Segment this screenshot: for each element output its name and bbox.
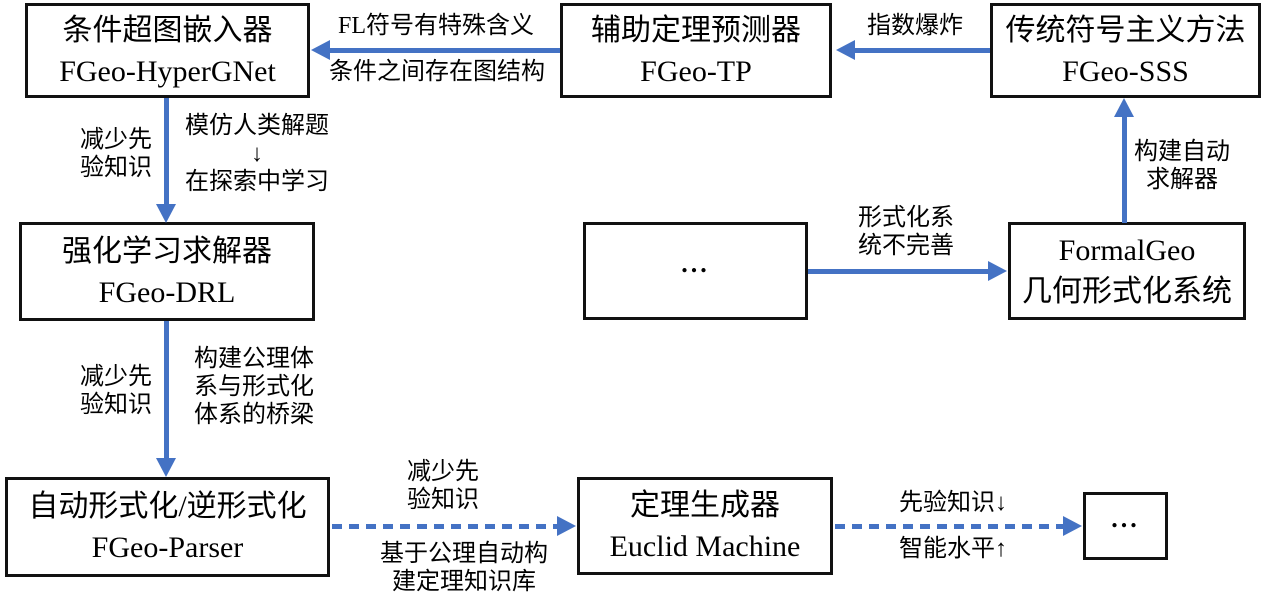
node-ellipsis-middle: ...: [583, 222, 808, 320]
node-title: 辅助定理预测器: [591, 13, 801, 47]
edge-label-formal-system-incomplete: 形式化系 统不完善: [858, 205, 954, 259]
node-ellipsis-right: ...: [1083, 492, 1168, 560]
edge-label-reduce-prior-3: 减少先 验知识: [407, 459, 479, 513]
arrow-sss-to-tp-head-icon: [836, 40, 855, 60]
node-fgeo-tp: 辅助定理预测器 FGeo-TP: [560, 3, 832, 98]
ellipsis-text: ...: [681, 249, 710, 278]
edge-label-reduce-prior-2: 减少先 验知识: [80, 364, 152, 418]
edge-label-exponential-explosion: 指数爆炸: [867, 13, 963, 39]
edge-label-axiom-theorem-kb: 基于公理自动构 建定理知识库: [380, 541, 548, 595]
arrow-formalgeo-to-sss-head-icon: [1114, 98, 1134, 117]
arrow-hypergnet-to-drl-head-icon: [156, 204, 176, 223]
node-title: 定理生成器: [630, 489, 780, 522]
edge-label-fl-symbols: FL符号有特殊含义: [337, 13, 534, 39]
node-fgeo-hypergnet: 条件超图嵌入器 FGeo-HyperGNet: [25, 3, 310, 98]
arrow-drl-to-parser-shaft: [164, 321, 169, 459]
dashed-arrow-euclid-to-ellipsis-head-icon: [1063, 516, 1082, 536]
edge-label-graph-structure: 条件之间存在图结构: [329, 59, 545, 85]
arrow-hypergnet-to-drl-shaft: [164, 98, 169, 205]
arrow-ellipsis-to-formalgeo-head-icon: [988, 261, 1007, 281]
edge-label-imitate-human: 模仿人类解题 ↓ 在探索中学习: [185, 113, 329, 195]
node-title: 条件超图嵌入器: [62, 13, 273, 47]
ellipsis-text: ...: [1111, 504, 1140, 533]
edge-label-axiom-bridge: 构建公理体 系与形式化 体系的桥梁: [194, 346, 314, 428]
node-fgeo-sss: 传统符号主义方法 FGeo-SSS: [990, 3, 1261, 98]
arrow-ellipsis-to-formalgeo-shaft: [808, 269, 989, 274]
arrow-formalgeo-to-sss-shaft: [1122, 116, 1127, 223]
node-fgeo-drl: 强化学习求解器 FGeo-DRL: [19, 222, 315, 321]
arrow-tp-to-hypergnet-shaft: [330, 48, 560, 53]
node-subtitle: FGeo-DRL: [98, 275, 236, 309]
edge-label-reduce-prior-1: 减少先 验知识: [80, 127, 152, 181]
dashed-arrow-parser-to-euclid-head-icon: [557, 516, 576, 536]
edge-label-build-auto-solver: 构建自动 求解器: [1134, 139, 1230, 193]
node-subtitle: FGeo-SSS: [1062, 54, 1189, 88]
dashed-arrow-euclid-to-ellipsis-shaft: [835, 524, 1064, 529]
node-formalgeo: FormalGeo 几何形式化系统: [1008, 222, 1246, 320]
dashed-arrow-parser-to-euclid-shaft: [332, 524, 558, 529]
node-subtitle: FGeo-HyperGNet: [59, 54, 276, 88]
arrow-sss-to-tp-shaft: [855, 48, 990, 53]
edge-label-prior-knowledge-down: 先验知识↓: [899, 490, 1007, 516]
node-title: 传统符号主义方法: [1005, 13, 1246, 47]
node-subtitle: 几何形式化系统: [1022, 275, 1232, 308]
node-subtitle: FGeo-Parser: [91, 531, 244, 564]
node-subtitle: FGeo-TP: [640, 54, 752, 88]
node-title: FormalGeo: [1058, 234, 1196, 267]
node-euclid-machine: 定理生成器 Euclid Machine: [577, 477, 833, 575]
node-fgeo-parser: 自动形式化/逆形式化 FGeo-Parser: [5, 477, 330, 577]
arrow-drl-to-parser-head-icon: [156, 458, 176, 477]
arrow-tp-to-hypergnet-head-icon: [311, 40, 330, 60]
node-title: 强化学习求解器: [62, 234, 272, 268]
edge-label-intelligence-up: 智能水平↑: [899, 536, 1007, 562]
node-subtitle: Euclid Machine: [609, 530, 801, 563]
node-title: 自动形式化/逆形式化: [28, 490, 307, 523]
